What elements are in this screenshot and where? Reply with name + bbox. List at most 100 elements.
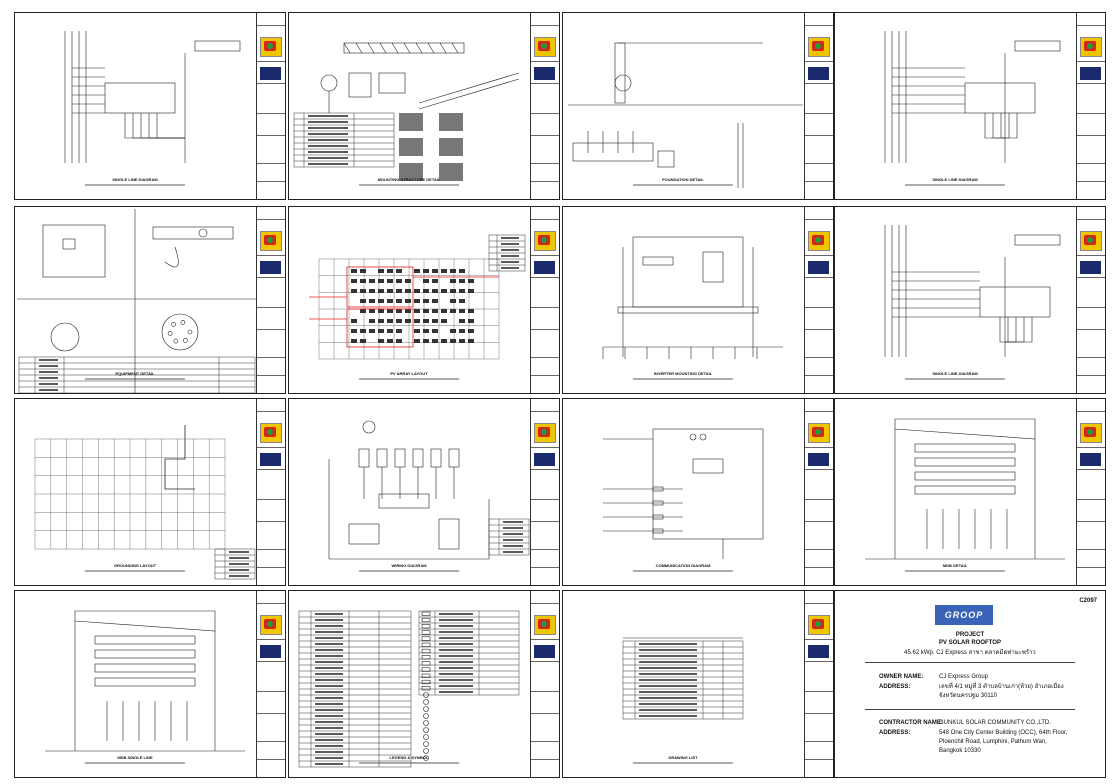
address-label: ADDRESS: — [879, 684, 911, 690]
drawing-sheet: FOUNDATION DETAIL — [562, 12, 834, 200]
drawing-sheet: SINGLE LINE DIAGRAM — [834, 12, 1106, 200]
sheet-title: DRAWING LIST — [668, 755, 698, 760]
title-block — [256, 207, 285, 393]
company-logo-icon — [1080, 423, 1102, 443]
drawing-number: C2097 — [1079, 598, 1097, 604]
title-block — [530, 207, 559, 393]
title-block — [804, 207, 833, 393]
drawing-sheet: LEGEND & SYMBOL — [288, 590, 560, 778]
sheet-drawing — [64, 31, 241, 186]
titleblock-brand-band — [808, 645, 829, 658]
contractor-address-label: ADDRESS: — [879, 730, 911, 736]
sheet-drawing — [293, 42, 520, 186]
titleblock-brand-band — [260, 261, 281, 274]
titleblock-brand-band — [534, 645, 555, 658]
contractor-label: CONTRACTOR NAME: — [879, 720, 943, 726]
sheet-title: WIRING DIAGRAM — [391, 563, 427, 568]
drawing-sheet: WIRING DIAGRAM — [288, 398, 560, 586]
title-block — [804, 399, 833, 585]
sheet-title: MDB DETAIL — [942, 563, 968, 568]
drawing-sheet: PV ARRAY LAYOUT — [288, 206, 560, 394]
title-block — [1076, 13, 1105, 199]
sheet-title: FOUNDATION DETAIL — [662, 177, 704, 182]
title-block — [256, 399, 285, 585]
titleblock-brand-band — [534, 67, 555, 80]
title-block — [1076, 207, 1105, 393]
project-capacity: 45.62 kWp. CJ Express สาขา ตลาดมีดท่ามะพ… — [904, 650, 1036, 656]
contractor-address-2: Ploenchit Road, Lumphini, Pathum Wan, — [939, 739, 1047, 745]
drawing-sheet: GROUNDING LAYOUT — [14, 398, 286, 586]
drawing-sheet: MDB DETAIL — [834, 398, 1106, 586]
title-block — [256, 13, 285, 199]
company-logo-icon — [534, 37, 556, 57]
title-block — [804, 13, 833, 199]
title-block — [804, 591, 833, 777]
company-logo-icon — [1080, 37, 1102, 57]
project-name: PV SOLAR ROOFTOP — [939, 640, 1001, 646]
titleblock-brand-band — [808, 453, 829, 466]
sheet-drawing — [603, 428, 764, 572]
contractor-address-1: 548 One City Center Building (OCC), 64th… — [939, 730, 1068, 736]
company-logo-icon — [260, 231, 282, 251]
owner-label: OWNER NAME: — [879, 674, 924, 680]
sheet-drawing — [17, 209, 257, 393]
titleblock-brand-band — [534, 261, 555, 274]
drawing-sheet: MOUNTING STRUCTURE DETAIL — [288, 12, 560, 200]
cover-divider-1 — [865, 662, 1075, 663]
project-label: PROJECT — [955, 632, 985, 638]
sheet-drawing — [884, 31, 1061, 186]
sheet-drawing — [602, 236, 783, 380]
sheet-title: EQUIPMENT DETAIL — [115, 371, 155, 376]
sheet-title: SINGLE LINE DIAGRAM — [112, 177, 158, 182]
drawing-sheet: EQUIPMENT DETAIL — [14, 206, 286, 394]
sheet-drawing — [328, 420, 530, 572]
drawing-sheet: SINGLE LINE DIAGRAM — [834, 206, 1106, 394]
cover-divider-2 — [865, 709, 1075, 710]
company-logo-icon — [534, 423, 556, 443]
sheet-title: PV ARRAY LAYOUT — [390, 371, 428, 376]
titleblock-brand-band — [808, 261, 829, 274]
sheet-title: LEGEND & SYMBOL — [389, 755, 429, 760]
sheet-drawing — [45, 610, 245, 764]
sheet-drawing — [884, 225, 1061, 380]
contractor-value: GUNKUL SOLAR COMMUNITY CO.,LTD. — [939, 720, 1051, 726]
sheet-drawing — [298, 610, 520, 768]
sheet-title: SINGLE LINE DIAGRAM — [932, 371, 978, 376]
company-logo-icon — [260, 423, 282, 443]
titleblock-brand-band — [1080, 453, 1101, 466]
contractor-address-3: Bangkok 10330 — [939, 748, 981, 754]
brand-logo: GROOP — [935, 605, 993, 625]
sheet-title: MDB SINGLE LINE — [117, 755, 153, 760]
sheet-title: GROUNDING LAYOUT — [113, 563, 157, 568]
titleblock-brand-band — [260, 67, 281, 80]
company-logo-icon — [1080, 231, 1102, 251]
title-block — [530, 591, 559, 777]
drawing-sheet: MDB SINGLE LINE — [14, 590, 286, 778]
cover-sheet: C2097 GROOP PROJECT PV SOLAR ROOFTOP 45.… — [834, 590, 1106, 778]
sheet-drawing — [34, 425, 256, 580]
company-logo-icon — [260, 615, 282, 635]
company-logo-icon — [534, 231, 556, 251]
address-line-2: จังหวัดนครปฐม 30110 — [939, 693, 997, 699]
sheet-drawing — [622, 637, 744, 764]
titleblock-brand-band — [260, 453, 281, 466]
sheet-title: INVERTER MOUNTING DETAIL — [653, 371, 713, 376]
titleblock-brand-band — [1080, 261, 1101, 274]
company-logo-icon — [260, 37, 282, 57]
sheet-title: SINGLE LINE DIAGRAM — [932, 177, 978, 182]
sheet-drawing — [865, 418, 1065, 572]
company-logo-icon — [808, 231, 830, 251]
address-line-1: เลขที่ 4/1 หมู่ที่ 3 ตำบลบ้านเก่า(ห้วย) … — [939, 684, 1064, 690]
title-block — [256, 591, 285, 777]
drawing-sheet: INVERTER MOUNTING DETAIL — [562, 206, 834, 394]
sheet-title: COMMUNICATION DIAGRAM — [655, 563, 711, 568]
sheet-drawing — [309, 234, 526, 380]
sheet-title: MOUNTING STRUCTURE DETAIL — [377, 177, 441, 182]
owner-value: CJ Express Group — [939, 674, 989, 680]
company-logo-icon — [808, 37, 830, 57]
company-logo-icon — [808, 615, 830, 635]
drawing-sheet: SINGLE LINE DIAGRAM — [14, 12, 286, 200]
titleblock-brand-band — [260, 645, 281, 658]
title-block — [530, 399, 559, 585]
drawing-sheet: DRAWING LIST — [562, 590, 834, 778]
